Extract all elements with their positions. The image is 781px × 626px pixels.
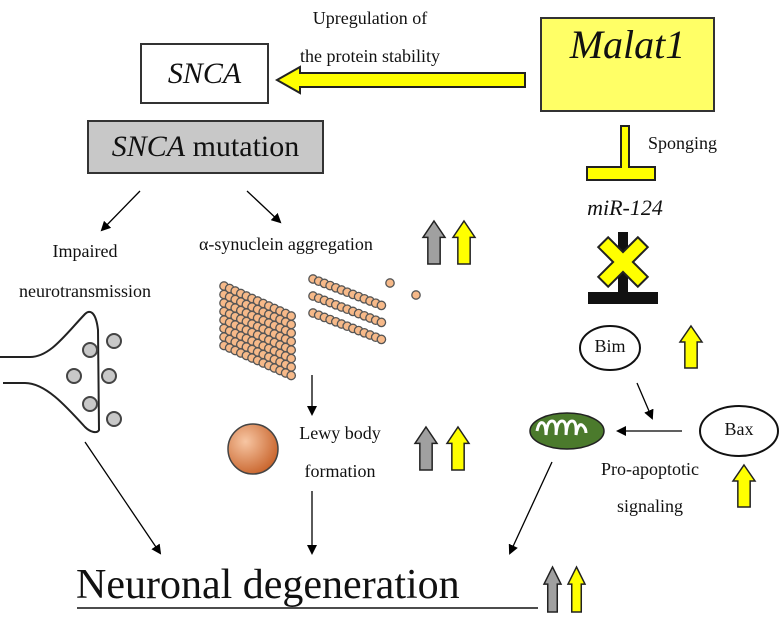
- vesicle-icon: [66, 368, 82, 384]
- lewy-label-line2: formation: [304, 461, 376, 481]
- bim-node-shape: [579, 325, 641, 371]
- vesicle-icon: [101, 368, 117, 384]
- bead-icon: [286, 370, 297, 381]
- bead-icon: [376, 334, 387, 345]
- vesicle-icon: [82, 396, 98, 412]
- lewy-label-line1: Lewy body: [299, 423, 381, 443]
- yellow-up-arrow-icon: [566, 565, 587, 613]
- snca-label: SNCA: [167, 56, 242, 90]
- snca-mutation-node: SNCA mutation: [87, 120, 324, 174]
- impaired-label-line1: Impaired: [52, 241, 118, 261]
- gray-up-arrow-icon: [421, 219, 447, 265]
- blocked-inhibition-symbol: [588, 232, 658, 304]
- bead-icon: [385, 278, 395, 288]
- yellow-x-icon: [596, 235, 650, 289]
- arrow-bim: [636, 382, 654, 420]
- snca-mutation-gene: SNCA: [111, 130, 186, 163]
- impaired-label-line2: neurotransmission: [19, 281, 151, 301]
- sponging-label: Sponging: [648, 133, 718, 153]
- gray-up-arrow-icon: [542, 565, 563, 613]
- malat1-label: Malat1: [569, 22, 686, 67]
- arrow-to-impaired: [100, 190, 141, 232]
- vesicle-icon: [106, 411, 122, 427]
- alpha-synuclein-fibrils: [219, 274, 421, 381]
- outcome-label: Neuronal degeneration: [76, 562, 460, 608]
- yellow-up-arrow-icon: [678, 324, 704, 369]
- upregulation-arrow: [274, 65, 526, 95]
- arrow-to-aggregation: [246, 190, 282, 224]
- mir124-label: miR-124: [587, 195, 663, 220]
- upregulation-label-line1: Upregulation of: [312, 8, 428, 28]
- mitochondria-icon: [529, 412, 605, 450]
- lewy-body-sphere: [227, 423, 279, 475]
- aggregation-label: α-synuclein aggregation: [199, 234, 373, 254]
- proapoptotic-label-line1: Pro-apoptotic: [601, 459, 699, 479]
- proapoptotic-label-line2: signaling: [617, 496, 683, 516]
- synapse-terminal-icon: [0, 310, 122, 434]
- malat1-node: Malat1: [540, 17, 715, 112]
- yellow-up-arrow-icon: [451, 219, 477, 265]
- vesicle-icon: [82, 342, 98, 358]
- upregulation-label-line2: the protein stability: [300, 46, 440, 66]
- sponging-inhibition-symbol: [586, 125, 656, 181]
- bead-icon: [376, 317, 387, 328]
- bax-node-shape: [699, 405, 779, 457]
- yellow-up-arrow-icon: [731, 463, 757, 508]
- bead-icon: [411, 290, 421, 300]
- bax-label: Bax: [724, 419, 754, 439]
- bim-label: Bim: [594, 336, 626, 356]
- arrow-neuron-to-outcome: [84, 441, 162, 555]
- arrow-mito-to-outcome: [508, 461, 553, 555]
- snca-mutation-text: mutation: [185, 130, 300, 163]
- vesicle-icon: [106, 333, 122, 349]
- bead-icon: [376, 300, 387, 311]
- yellow-up-arrow-icon: [445, 425, 471, 471]
- gray-up-arrow-icon: [413, 425, 439, 471]
- snca-node: SNCA: [140, 43, 269, 104]
